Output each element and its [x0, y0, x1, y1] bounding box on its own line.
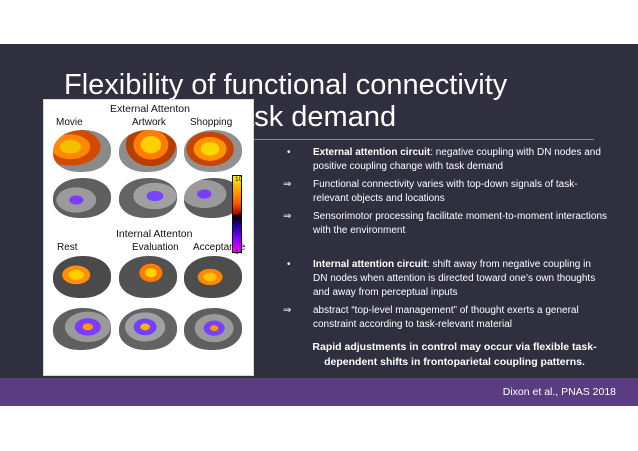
bullet-icon: • [287, 147, 291, 158]
arrow-icon: ⇒ [283, 305, 292, 316]
external-attention-heading: External Attenton [110, 103, 190, 115]
bullet-icon: • [287, 259, 291, 270]
title-divider [64, 139, 594, 140]
internal-column-acceptance: Acceptance [193, 242, 246, 253]
closing-statement: Rapid adjustments in control may occur v… [312, 341, 597, 368]
colorbar [232, 175, 242, 253]
slide-title-line-1: Flexibility of functional connectivity [64, 69, 508, 101]
list-item: ⇒ abstract “top-level management” of tho… [283, 304, 608, 332]
internal-column-rest: Rest [57, 242, 78, 253]
footer-band [0, 378, 638, 406]
item-text: : negative coupling with DN nodes and po… [313, 147, 601, 172]
external-column-movie: Movie [56, 117, 83, 128]
internal-evaluation-brain-lateral [119, 256, 177, 298]
arrow-icon: ⇒ [283, 179, 292, 190]
external-movie-brain-medial [53, 178, 111, 218]
internal-attention-heading: Internal Attenton [116, 228, 193, 240]
bullet-list: • External attention circuit: negative c… [283, 146, 608, 332]
item-heading: External attention circuit [313, 147, 431, 158]
item-text: : shift away from negative coupling in D… [313, 259, 596, 298]
item-text: abstract “top-level management” of thoug… [313, 305, 579, 330]
internal-column-evaluation: Evaluation [132, 242, 179, 253]
connectivity-figure: External Attenton Movie Artwork Shopping… [43, 99, 254, 376]
list-item: • Internal attention circuit: shift away… [283, 258, 608, 300]
item-heading: Internal attention circuit [313, 259, 427, 270]
citation: Dixon et al., PNAS 2018 [502, 386, 616, 398]
external-column-artwork: Artwork [132, 117, 166, 128]
list-item: ⇒ Sensorimotor processing facilitate mom… [283, 210, 608, 238]
internal-evaluation-brain-medial [119, 308, 177, 350]
internal-rest-brain-lateral [53, 256, 111, 298]
item-text: Sensorimotor processing facilitate momen… [313, 211, 608, 236]
list-item: • External attention circuit: negative c… [283, 146, 608, 174]
external-shopping-brain-lateral [184, 130, 242, 172]
external-movie-brain-lateral [53, 130, 111, 172]
colorbar-min-label: -14 [233, 249, 243, 256]
external-artwork-brain-medial [119, 178, 177, 218]
external-artwork-brain-lateral [119, 130, 177, 172]
colorbar-max-label: 10 [235, 176, 243, 183]
external-column-shopping: Shopping [190, 117, 233, 128]
internal-acceptance-brain-lateral [184, 256, 242, 298]
arrow-icon: ⇒ [283, 211, 292, 222]
list-item: ⇒ Functional connectivity varies with to… [283, 178, 608, 206]
colorbar-mid-label: 0 [238, 212, 242, 219]
internal-rest-brain-medial [53, 308, 111, 350]
internal-acceptance-brain-medial [184, 308, 242, 350]
item-text: Functional connectivity varies with top-… [313, 179, 578, 204]
